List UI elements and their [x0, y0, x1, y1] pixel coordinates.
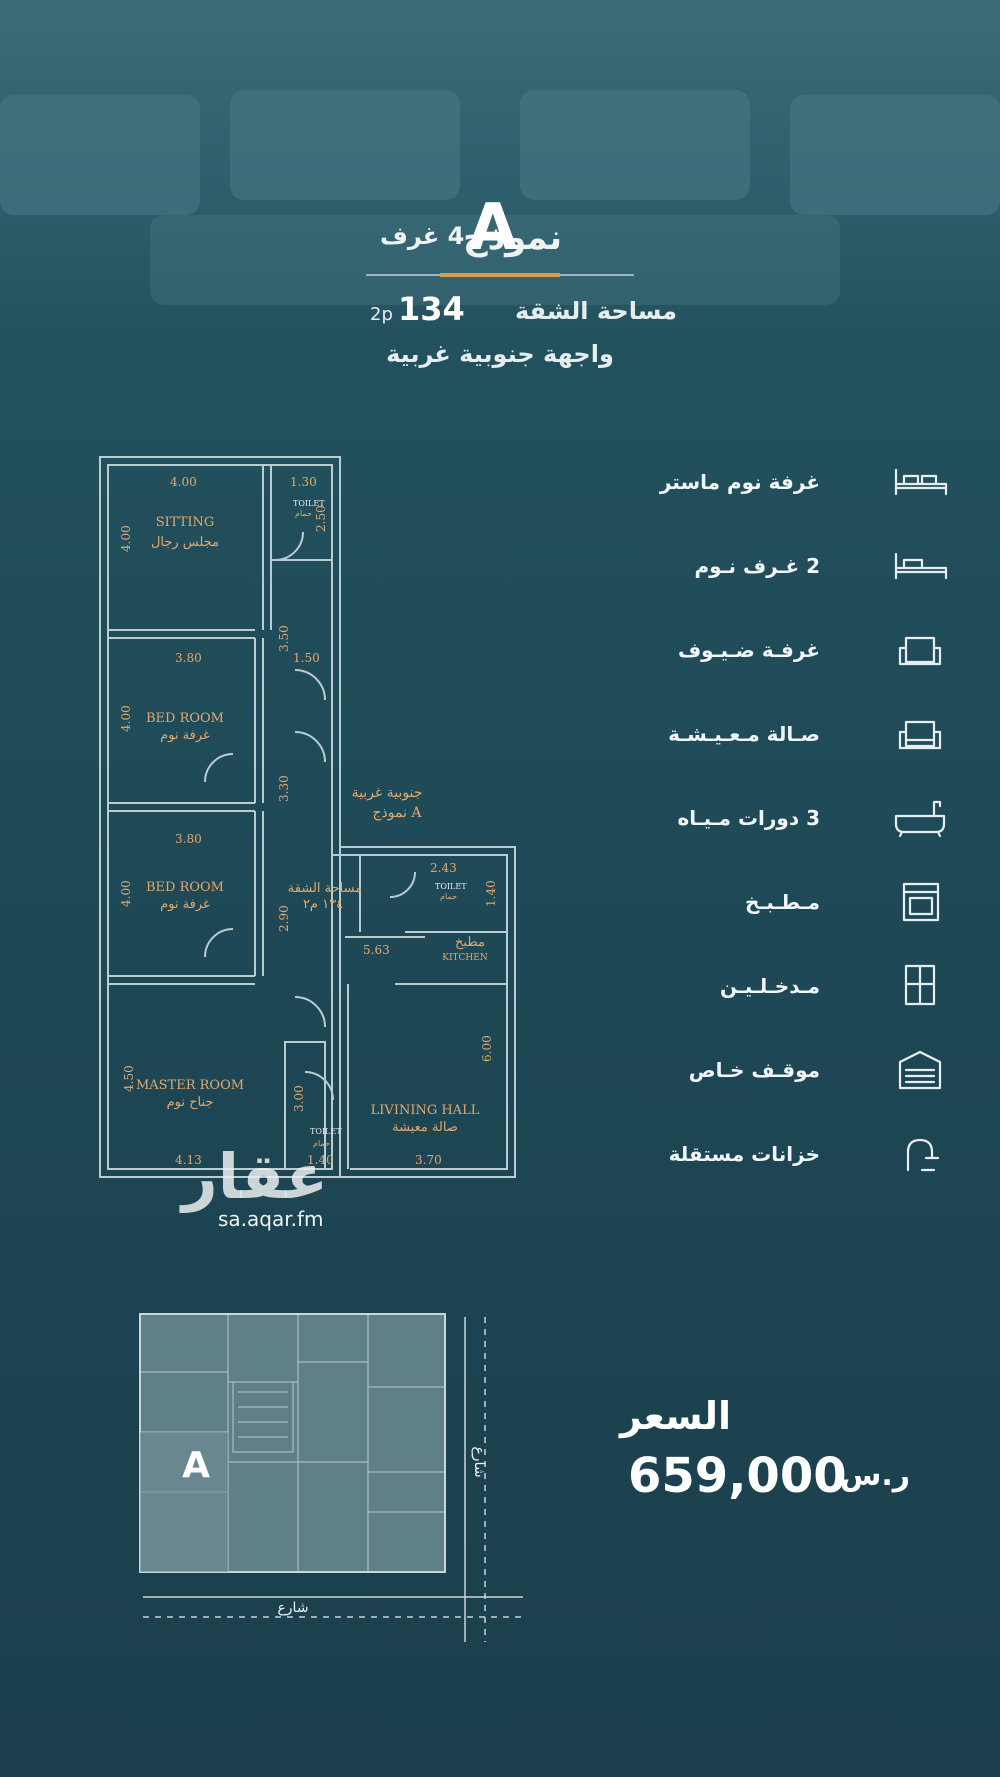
sofa-icon — [898, 720, 942, 750]
water-tap-icon — [906, 1138, 940, 1172]
toilet-label: TOILET — [310, 1127, 342, 1136]
room-label-en: MASTER ROOM — [136, 1078, 244, 1093]
room-label-ar: مجلس رجال — [151, 535, 219, 550]
dim-text: 3.80 — [175, 832, 202, 846]
bed-icon — [894, 552, 948, 580]
price-label: السعر — [620, 1394, 732, 1438]
feature-label: صـالة مـعـيـشـة — [668, 722, 820, 746]
orientation-label: جنوبية غربية — [352, 785, 423, 801]
double-bed-icon — [894, 468, 948, 496]
feature-label: غرفـة ضـيـوف — [677, 638, 820, 662]
room-label-ar: صالة معيشة — [392, 1120, 458, 1135]
area-value: 134 — [398, 290, 465, 328]
room-label-ar: غرفة نوم — [160, 728, 210, 743]
area-label: مساحة الشقة — [515, 297, 677, 325]
dim-text: 3.30 — [277, 775, 291, 802]
feature-item: مـدخـلـيـن — [700, 962, 950, 1016]
feature-label: مـدخـلـيـن — [719, 974, 820, 998]
feature-item: 2 غـرف نـوم — [694, 542, 950, 596]
room-label-en: SITTING — [156, 515, 215, 530]
toilet-label: حمام — [440, 892, 457, 901]
feature-label: 2 غـرف نـوم — [694, 554, 820, 578]
room-label-en: BED ROOM — [146, 711, 224, 726]
dim-text: 1.40 — [484, 880, 498, 907]
garage-icon — [898, 1050, 942, 1090]
site-plan: A شارع شارع — [139, 1313, 523, 1642]
area-note-value: ١٣٤ م٢ — [303, 897, 343, 912]
feature-label: 3 دورات مـيـاه — [677, 806, 820, 830]
toilet-label: TOILET — [435, 882, 467, 891]
toilet-label: TOILET — [293, 499, 325, 508]
dim-text: 4.00 — [170, 475, 197, 489]
dim-text: 4.00 — [119, 705, 133, 732]
feature-label: غرفة نوم ماستر — [659, 470, 820, 494]
dim-text: 3.00 — [292, 1085, 306, 1112]
rooms-count: 4 غرف — [380, 222, 465, 250]
model-letter: A — [468, 191, 518, 265]
dim-text: 4.13 — [175, 1153, 202, 1167]
bathtub-icon — [894, 800, 946, 838]
hero-background — [0, 0, 1000, 330]
door-icon — [904, 964, 936, 1006]
room-label-en: KITCHEN — [442, 953, 488, 963]
feature-item: غرفـة ضـيـوف — [678, 626, 950, 680]
room-label-ar: جناح نوم — [167, 1095, 214, 1110]
currency-symbol: ر.س — [840, 1458, 911, 1493]
dim-text: 5.63 — [363, 943, 390, 957]
dim-text: 1.30 — [290, 475, 317, 489]
area-unit: 2p — [370, 304, 393, 325]
dim-text: 1.50 — [293, 651, 320, 665]
armchair-icon — [898, 636, 942, 666]
dim-text: 1.40 — [307, 1153, 334, 1167]
room-label-ar: مطبخ — [455, 935, 485, 950]
street-label-bottom: شارع — [277, 1600, 308, 1616]
feature-label: مـطـبـخ — [745, 890, 820, 914]
aqar-url: sa.aqar.fm — [218, 1207, 324, 1231]
dim-text: 3.70 — [415, 1153, 442, 1167]
dim-text: 4.50 — [122, 1065, 136, 1092]
unit-letter: A — [182, 1445, 210, 1486]
feature-item: صـالة مـعـيـشـة — [668, 710, 950, 764]
toilet-label: حمام — [295, 509, 312, 518]
feature-item: موقـف خـاص — [689, 1046, 950, 1100]
aqar-logo: عقار — [182, 1140, 328, 1213]
area-note: مساحة الشقة — [288, 881, 362, 896]
oven-icon — [902, 882, 940, 922]
dim-text: 3.50 — [277, 625, 291, 652]
model-label: نموذج — [463, 218, 562, 258]
price-value: 659,000 — [628, 1448, 847, 1504]
model-note: نموذج A — [372, 805, 422, 821]
room-label-en: LIVINING HALL — [371, 1103, 480, 1118]
feature-item: مـطـبـخ — [700, 878, 950, 932]
facade-direction: واجهة جنوبية غربية — [386, 340, 614, 368]
street-label-side: شارع — [471, 1446, 487, 1477]
dim-text: 4.00 — [119, 880, 133, 907]
dim-text: 2.90 — [277, 905, 291, 932]
dim-text: 6.00 — [480, 1035, 494, 1062]
room-label-en: BED ROOM — [146, 880, 224, 895]
dim-text: 2.43 — [430, 861, 457, 875]
dim-text: 4.00 — [119, 525, 133, 552]
feature-label: خزانات مستقلة — [668, 1142, 820, 1166]
feature-label: موقـف خـاص — [688, 1058, 820, 1082]
title-accent-line — [440, 273, 560, 277]
feature-item: خزانات مستقلة — [669, 1130, 950, 1184]
dim-text: 2.50 — [314, 505, 328, 532]
feature-item: 3 دورات مـيـاه — [677, 794, 950, 848]
dim-text: 3.80 — [175, 651, 202, 665]
toilet-label: حمام — [313, 1139, 330, 1148]
feature-item: غرفة نوم ماستر — [660, 458, 950, 512]
floor-plan: 4.00 1.30 4.00 2.50 3.50 1.50 3.80 4.00 … — [99, 456, 516, 1178]
room-label-ar: غرفة نوم — [160, 897, 210, 912]
